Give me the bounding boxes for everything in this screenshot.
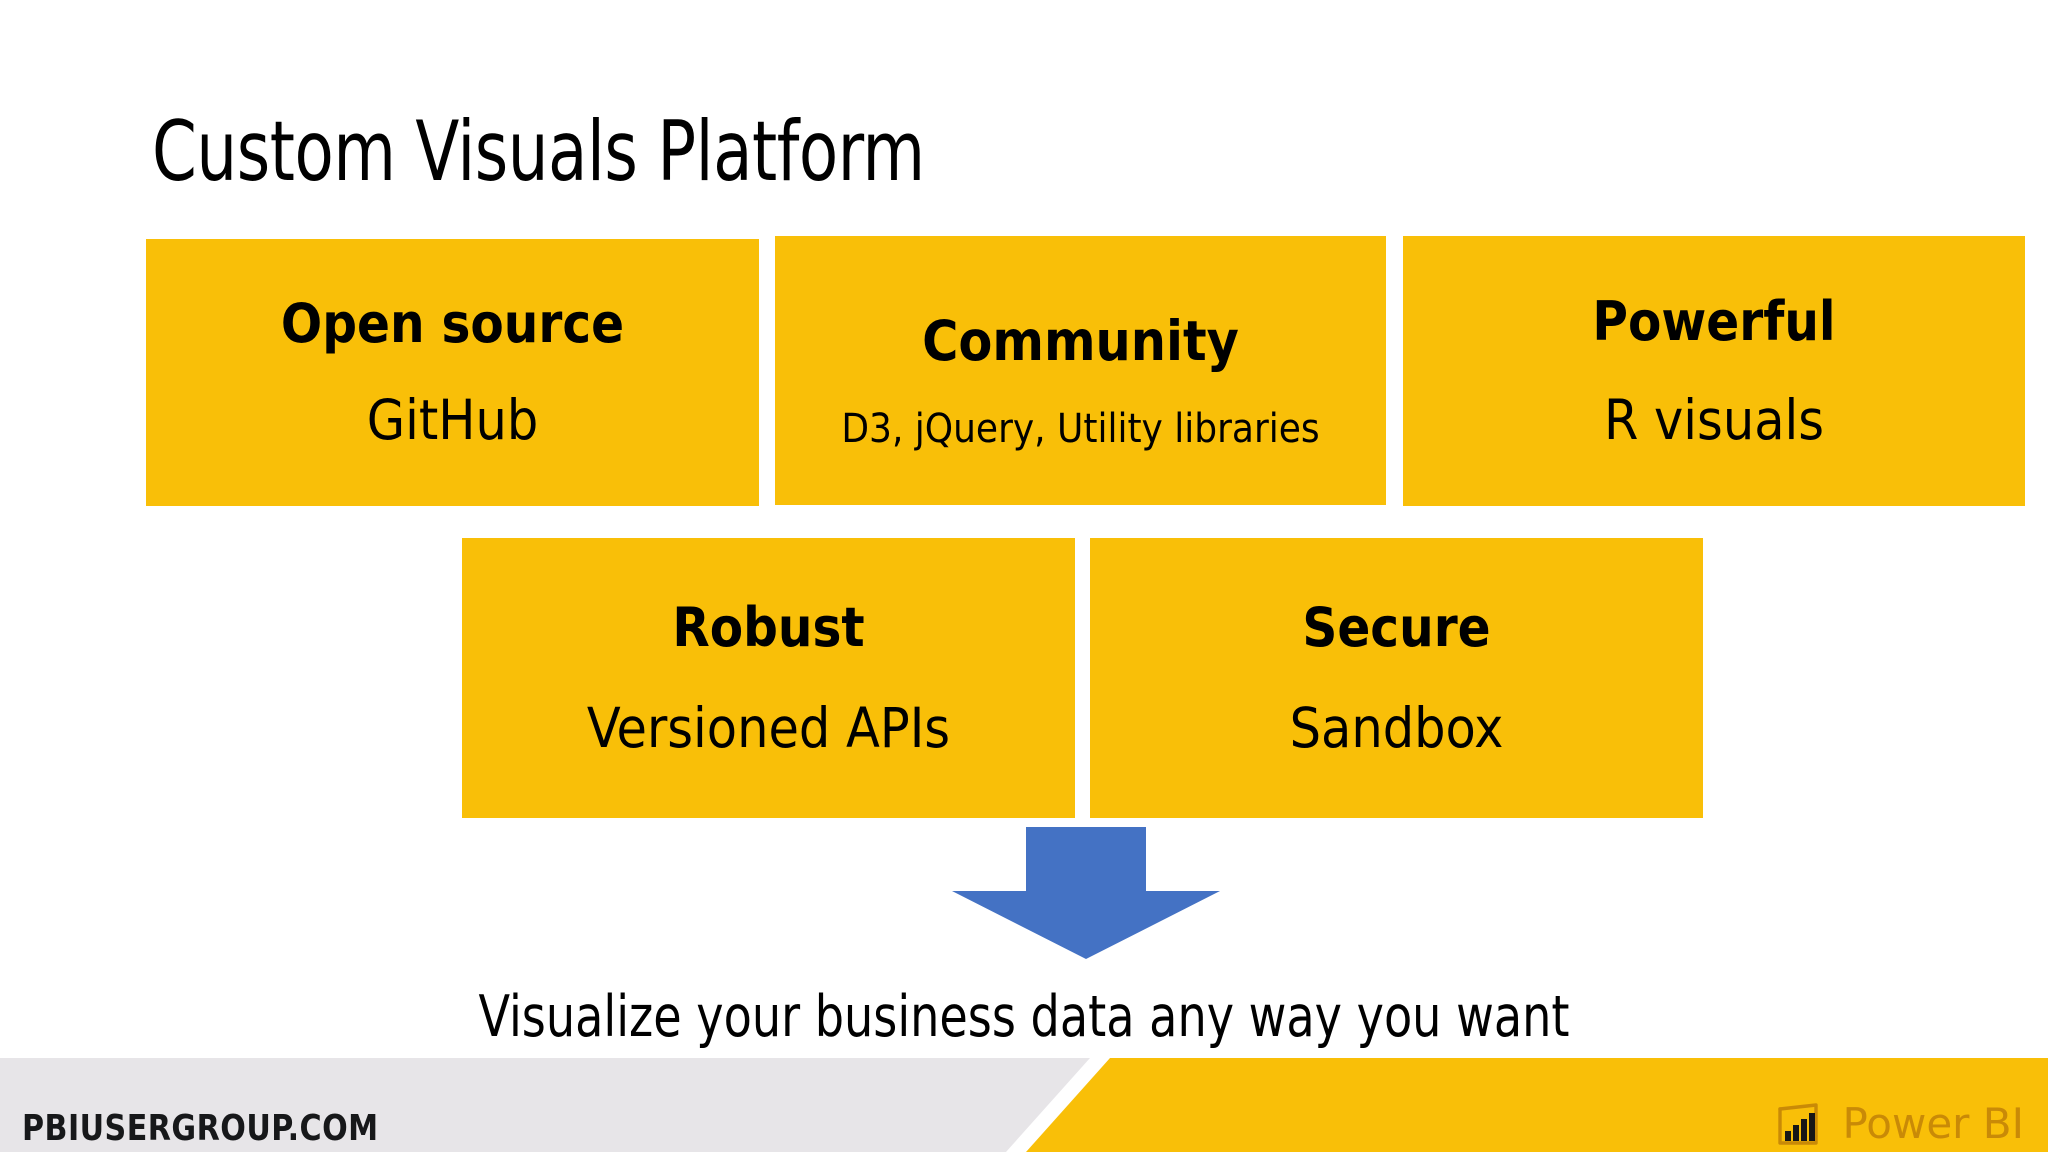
power-bi-bar-chart-icon	[1778, 1103, 1819, 1145]
footer-site-url: PBIUSERGROUP.COM	[22, 1108, 379, 1149]
arrow-down-icon	[952, 827, 1220, 959]
footer-bar: PBIUSERGROUP.COM Power BI	[0, 1058, 2048, 1152]
card-community[interactable]: Community D3, jQuery, Utility libraries	[775, 236, 1386, 505]
card-robust[interactable]: Robust Versioned APIs	[462, 538, 1075, 818]
card-subtitle: D3, jQuery, Utility libraries	[841, 406, 1320, 452]
card-secure[interactable]: Secure Sandbox	[1090, 538, 1703, 818]
slide-caption: Visualize your business data any way you…	[478, 984, 1570, 1050]
card-title: Robust	[672, 595, 865, 659]
card-subtitle: Sandbox	[1289, 695, 1504, 760]
page-title: Custom Visuals Platform	[152, 103, 925, 200]
card-powerful[interactable]: Powerful R visuals	[1403, 236, 2025, 506]
footer-left-panel	[0, 1058, 1090, 1152]
power-bi-wordmark: Power BI	[1842, 1099, 2024, 1148]
card-title: Secure	[1302, 595, 1491, 659]
card-title: Powerful	[1592, 289, 1836, 353]
card-subtitle: R visuals	[1603, 387, 1825, 452]
card-title: Open source	[280, 292, 625, 355]
card-title: Community	[922, 309, 1239, 373]
card-subtitle: GitHub	[366, 388, 539, 452]
card-subtitle: Versioned APIs	[586, 695, 951, 760]
power-bi-logo: Power BI	[1776, 1102, 2024, 1146]
footer-right-panel	[1026, 1058, 2048, 1152]
card-open-source[interactable]: Open source GitHub	[146, 239, 759, 506]
